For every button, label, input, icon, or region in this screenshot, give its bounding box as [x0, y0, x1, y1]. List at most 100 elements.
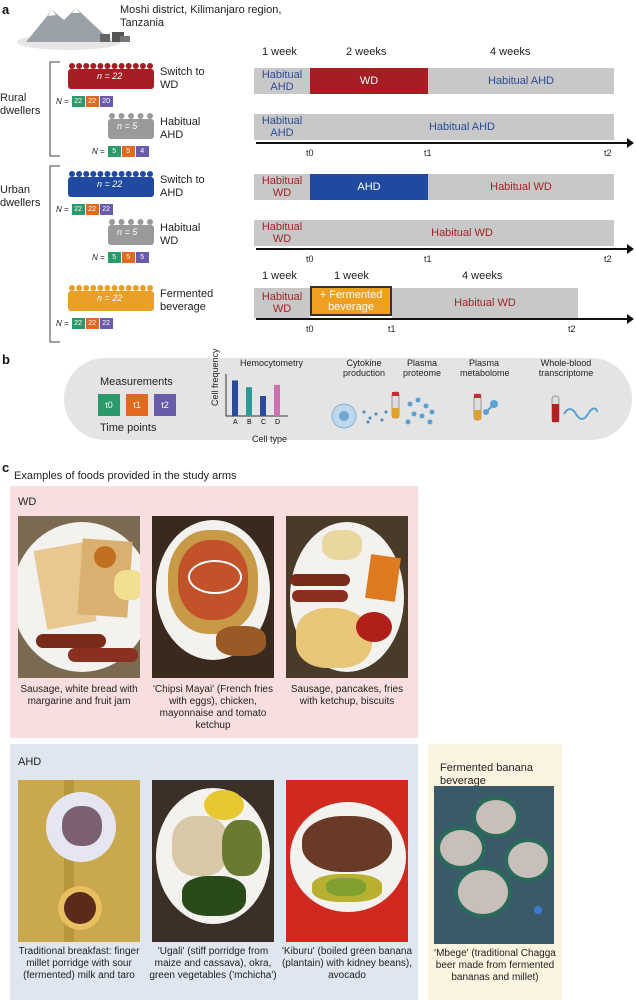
people-icon: [108, 113, 154, 139]
count-badge: 5: [107, 252, 121, 263]
hemo-bar-A: [232, 380, 238, 416]
proteome-icon: [391, 391, 435, 425]
count-badge: 22: [85, 204, 99, 215]
arm-title-1: Switch to WD: [160, 66, 205, 91]
hemo-axes: [225, 374, 288, 417]
tl3-seg1: Habitual WD: [254, 174, 310, 200]
ferm-caption: 'Mbege' (traditional Chagga beer made fr…: [434, 948, 556, 983]
ahd-title: AHD: [18, 756, 42, 768]
arm-n-label: n = 5: [117, 121, 138, 131]
wd-caption-2: 'Chipsi Mayai' (French fries with eggs),…: [153, 684, 273, 731]
count-badge: 22: [71, 204, 85, 215]
tl3-seg2: AHD: [310, 174, 428, 200]
axis-urban: [256, 244, 634, 254]
duration-4w: 4 weeks: [490, 46, 531, 58]
ferm-photo: [434, 786, 554, 944]
count-badge: 22: [71, 318, 85, 329]
group-rural: Rural dwellers: [0, 92, 41, 117]
ahd-photo-2: [152, 780, 274, 942]
hemo-tick-A: A: [233, 419, 238, 426]
tick-t0: t0: [306, 148, 314, 158]
hemo-ylabel: Cell frequency: [210, 348, 220, 406]
n-prefix: N =: [56, 319, 69, 328]
n-prefix: N =: [92, 253, 105, 262]
count-badge: 22: [85, 318, 99, 329]
duration-1w-b: 1 week: [262, 270, 297, 282]
ferm-title: Fermented banana beverage: [440, 762, 533, 787]
wd-caption-3: Sausage, pancakes, fries with ketchup, b…: [290, 684, 404, 707]
assay-cytokine: Cytokine production: [342, 358, 386, 378]
assay-proteome: Plasma proteome: [402, 358, 442, 378]
ahd-caption-2: 'Ugali' (stiff porridge from maize and c…: [149, 946, 277, 981]
people-group-3: n = 22: [68, 170, 154, 200]
duration-2w: 2 weeks: [346, 46, 387, 58]
arm-n-label: n = 5: [117, 227, 138, 237]
arm-n-label: n = 22: [97, 71, 123, 81]
ahd-photo-1: [18, 780, 140, 942]
wd-title: WD: [18, 496, 37, 508]
assay-metabolome: Plasma metabolome: [460, 358, 510, 378]
ahd-caption-1: Traditional breakfast: finger millet por…: [18, 946, 140, 981]
n-prefix: N =: [56, 205, 69, 214]
tl5-seg3: Habitual WD: [392, 288, 578, 318]
duration-1w: 1 week: [262, 46, 297, 58]
tl4-seg1: Habitual WD: [254, 220, 310, 246]
people-icon: [108, 219, 154, 245]
count-badge: 5: [107, 146, 121, 157]
count-badge: 22: [71, 96, 85, 107]
arm-title-4: Habitual WD: [160, 222, 201, 247]
panel-c-label: c: [2, 460, 10, 475]
hemo-tick-D: D: [275, 419, 280, 426]
count-badge: 5: [121, 146, 135, 157]
tl1-seg3: Habitual AHD: [428, 68, 614, 94]
tl5-seg2: + Fermented beverage: [310, 286, 392, 316]
tick-t2: t2: [604, 148, 612, 158]
count-badge: 22: [85, 96, 99, 107]
people-icon: [68, 63, 154, 89]
hemo-tick-C: C: [261, 419, 266, 426]
tl1-seg2: WD: [310, 68, 428, 94]
tp-t2: t2: [154, 394, 176, 416]
tick-t2c: t2: [568, 324, 576, 334]
location-text: Moshi district, Kilimanjaro region, Tanz…: [120, 4, 282, 29]
ahd-photo-3: [286, 780, 408, 942]
tl2-seg1: Habitual AHD: [254, 114, 310, 140]
hemo-title: Hemocytometry: [240, 358, 304, 368]
tick-t0b: t0: [306, 254, 314, 264]
ahd-caption-3: 'Kiburu' (boiled green banana (plantain)…: [281, 946, 413, 981]
arm-title-3: Switch to AHD: [160, 174, 205, 199]
tick-t2b: t2: [604, 254, 612, 264]
measurements-label: Measurements: [100, 376, 173, 388]
assay-transcriptome: Whole-blood transcriptome: [538, 358, 594, 378]
tick-t1: t1: [424, 148, 432, 158]
mountain-icon: [17, 8, 130, 50]
count-badge: 5: [135, 252, 149, 263]
hemo-bar-D: [274, 384, 280, 416]
group-brackets: [49, 61, 60, 343]
n-prefix: N =: [56, 97, 69, 106]
people-group-2: n = 5: [108, 112, 154, 142]
panel-a-label: a: [2, 2, 10, 17]
count-badge: 20: [99, 96, 113, 107]
arm-title-2: Habitual AHD: [160, 116, 201, 141]
metabolome-icon: [473, 393, 498, 421]
people-group-1: n = 22: [68, 62, 154, 92]
tl3-seg3: Habitual WD: [428, 174, 614, 200]
people-icon: [68, 285, 154, 311]
panel-c-subtitle: Examples of foods provided in the study …: [14, 470, 237, 482]
count-badge: 22: [99, 318, 113, 329]
duration-1w-c: 1 week: [334, 270, 369, 282]
tick-t0c: t0: [306, 324, 314, 334]
arm-n-label: n = 22: [97, 179, 123, 189]
hemo-bar-B: [246, 387, 252, 416]
tick-t1b: t1: [424, 254, 432, 264]
arm-title-5: Fermented beverage: [160, 288, 214, 313]
axis-ferm: [256, 314, 634, 324]
timepoint-boxes: t0 t1 t2: [98, 394, 176, 416]
